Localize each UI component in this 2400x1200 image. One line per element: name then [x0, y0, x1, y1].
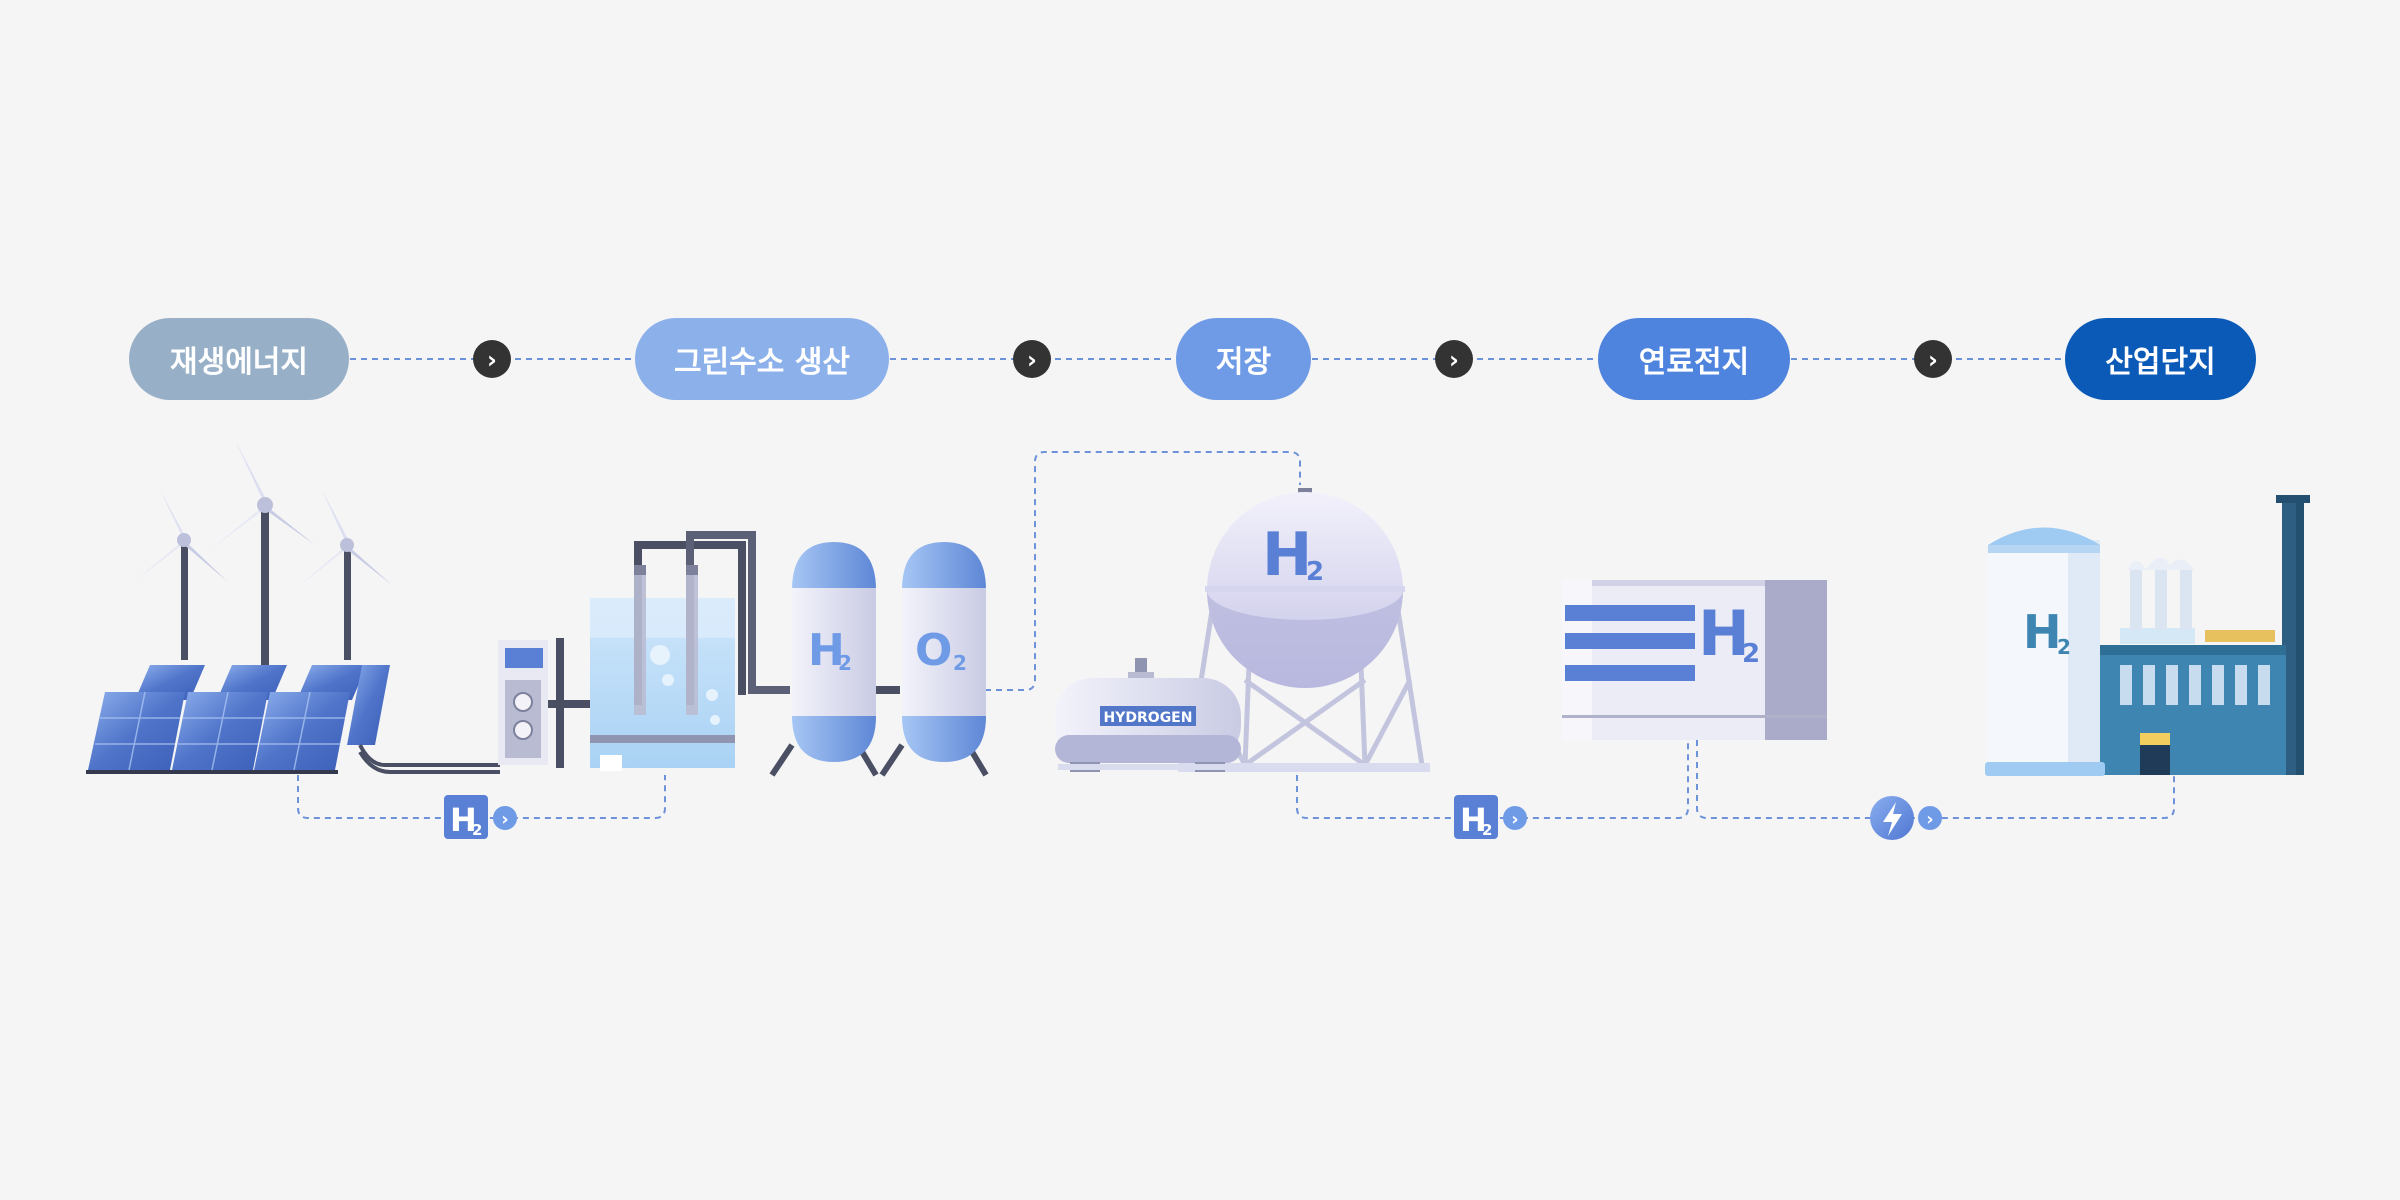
bottom-marker-h2-2: H 2 › [1454, 795, 1527, 839]
solar-panel-icon [86, 665, 500, 774]
step-label: 산업단지 [2105, 345, 2216, 380]
tank-h2-label: H [808, 625, 845, 676]
tank-o2-subscript: 2 [953, 651, 967, 675]
h2-badge-label: H [1460, 801, 1487, 839]
factory-h2-subscript: 2 [2057, 635, 2071, 659]
factory-icon: H 2 [1985, 495, 2310, 776]
factory-h2-label: H [2023, 605, 2062, 659]
top-arrow-1: › [473, 340, 511, 378]
top-arrow-3: › [1435, 340, 1473, 378]
step-industrial-complex: 산업단지 [2065, 318, 2256, 400]
tank-connector-pipe [876, 686, 900, 694]
tank-o2-label: O [915, 625, 952, 676]
step-green-hydrogen-production: 그린수소 생산 [635, 318, 889, 400]
step-label: 그린수소 생산 [673, 345, 851, 380]
tank-h2-subscript: 2 [838, 651, 852, 675]
chevron-right-icon [1503, 806, 1527, 830]
chevron-glyph: › [1449, 346, 1459, 374]
chevron-glyph: › [1926, 809, 1933, 830]
chevron-right-icon [1013, 340, 1051, 378]
wind-turbine-icon [300, 490, 392, 660]
top-arrow-4: › [1914, 340, 1952, 378]
step-fuel-cell: 연료전지 [1598, 318, 1790, 400]
h2-badge-label: H [450, 801, 477, 839]
chevron-glyph: › [1511, 809, 1518, 830]
step-storage: 저장 [1176, 318, 1311, 400]
sphere-h2-subscript: 2 [1306, 557, 1324, 587]
chevron-glyph: › [487, 346, 497, 374]
wind-turbine-icon [136, 490, 228, 660]
sphere-h2-label: H [1262, 520, 1312, 590]
step-label: 연료전지 [1638, 345, 1750, 380]
chevron-glyph: › [1928, 346, 1938, 374]
horizontal-hydrogen-tank-icon: HYDROGEN [1055, 658, 1241, 772]
bottom-marker-h2-1: H 2 › [444, 795, 517, 839]
bottom-marker-electricity: › [1870, 796, 1942, 840]
chevron-right-icon [1914, 340, 1952, 378]
fuel-cell-h2-label: H [1698, 597, 1750, 670]
chevron-glyph: › [501, 809, 508, 830]
step-renewable-energy: 재생에너지 [129, 318, 349, 400]
chevron-glyph: › [1027, 346, 1037, 374]
h2-badge-icon [1454, 795, 1498, 839]
fuel-cell-icon: H 2 [1562, 580, 1827, 740]
step-label: 재생에너지 [170, 345, 308, 380]
fuel-cell-h2-subscript: 2 [1742, 639, 1760, 669]
hydrogen-tank-icon: H 2 [769, 542, 879, 777]
wind-turbine-icon [210, 440, 315, 665]
chevron-right-icon [473, 340, 511, 378]
h2-badge-subscript: 2 [1482, 821, 1492, 839]
top-arrow-2: › [1013, 340, 1051, 378]
step-label: 저장 [1215, 345, 1272, 380]
chevron-right-icon [1435, 340, 1473, 378]
chevron-right-icon [1918, 806, 1942, 830]
tank-hydrogen-label: HYDROGEN [1104, 710, 1193, 726]
h2-badge-subscript: 2 [472, 821, 482, 839]
oxygen-tank-icon: O 2 [879, 542, 989, 777]
chevron-right-icon [493, 806, 517, 830]
h2-badge-icon [444, 795, 488, 839]
electrolyzer-icon [498, 531, 790, 771]
